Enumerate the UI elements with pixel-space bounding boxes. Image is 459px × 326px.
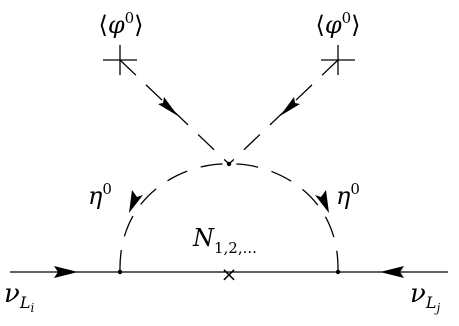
vev-insertion-left bbox=[103, 45, 137, 75]
phi-right-arrow bbox=[280, 97, 300, 116]
nu-left-arrow bbox=[54, 266, 78, 278]
eta-right-label: η0 bbox=[336, 180, 360, 210]
vev-right-label: ⟨φ0⟩ bbox=[315, 9, 360, 39]
nu-left-label: νLi bbox=[4, 279, 34, 315]
eta-right-arrow bbox=[315, 190, 329, 213]
phi-left-arrow bbox=[158, 97, 178, 116]
nu-right-arrow bbox=[380, 266, 404, 278]
vev-insertion-right bbox=[321, 45, 355, 75]
fermion-mass-label: N1,2,... bbox=[192, 224, 257, 257]
mass-insertion-marker: × bbox=[221, 262, 238, 286]
eta-left-arrow bbox=[129, 190, 143, 213]
nu-right-label: νLj bbox=[410, 279, 440, 315]
eta-left-label: η0 bbox=[88, 180, 112, 210]
vev-left-label: ⟨φ0⟩ bbox=[98, 9, 143, 39]
